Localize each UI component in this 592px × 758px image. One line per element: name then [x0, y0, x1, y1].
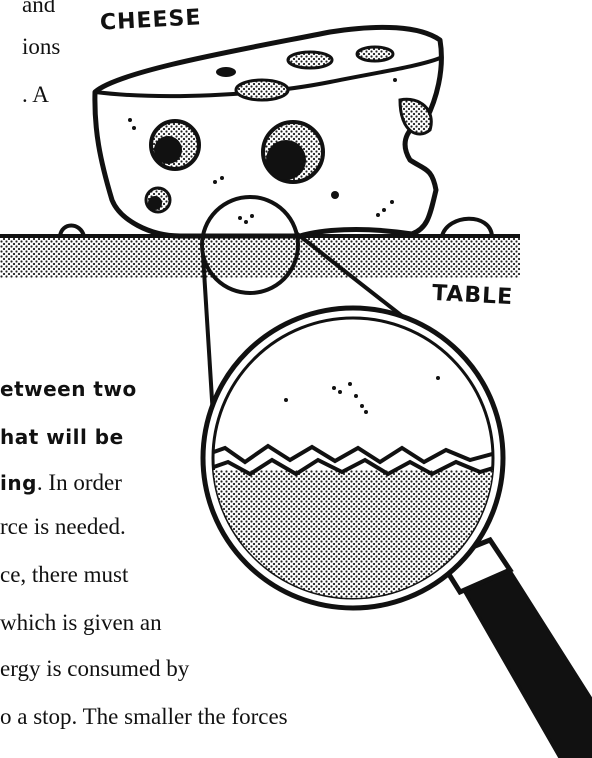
- text-line-7: rce is needed.: [0, 514, 126, 540]
- text-line-10: ergy is consumed by: [0, 656, 189, 682]
- text-line-1: and: [22, 0, 55, 18]
- cheese-label: CHEESE: [99, 5, 202, 35]
- text-line-2: ions: [22, 34, 60, 60]
- bold-text-line-1: etween two: [0, 376, 137, 402]
- crumb-right: [442, 219, 492, 236]
- crumb-left: [60, 226, 84, 237]
- bold-text-line-2: hat will be: [0, 424, 124, 450]
- text-line-9: which is given an: [0, 610, 162, 636]
- text-line-3: . A: [22, 82, 49, 108]
- cheese-wedge: [95, 27, 442, 236]
- text-line-6-tail: . In order: [37, 470, 122, 495]
- text-line-8: ce, there must: [0, 562, 128, 588]
- table-surface: [0, 236, 520, 278]
- text-line-11: o a stop. The smaller the forces: [0, 704, 288, 730]
- table-label: TABLE: [431, 281, 513, 310]
- bold-term: ing: [0, 471, 37, 495]
- text-line-6: ing. In order: [0, 470, 122, 496]
